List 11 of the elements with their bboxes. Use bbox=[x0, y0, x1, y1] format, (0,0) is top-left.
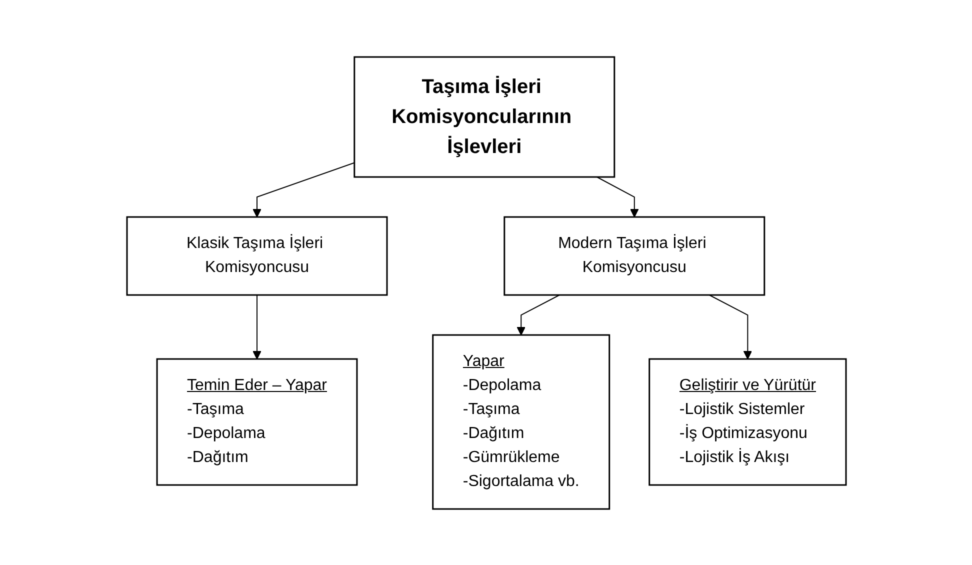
node-box: Taşıma İşleri Komisyoncularının İşlevleri bbox=[353, 56, 615, 178]
arrow bbox=[252, 294, 261, 359]
node-box: Geliştirir ve Yürütür -Lojistik Sistemler -İş Optimizasyonu -Lojistik İş Akışı bbox=[648, 358, 846, 486]
node-box: Klasik Taşıma İşleri Komisyoncusu bbox=[126, 216, 388, 296]
arrow bbox=[516, 294, 560, 335]
arrow bbox=[596, 176, 638, 217]
node-box: Yapar -Depolama -Taşıma -Dağıtım -Gümrükleme -Sigortalama vb. bbox=[432, 334, 610, 510]
arrow bbox=[708, 294, 752, 359]
arrow bbox=[252, 162, 354, 217]
node-box: Temin Eder – Yapar -Taşıma -Depolama -Dağıtım bbox=[156, 358, 358, 486]
node-box: Modern Taşıma İşleri Komisyoncusu bbox=[503, 216, 765, 296]
